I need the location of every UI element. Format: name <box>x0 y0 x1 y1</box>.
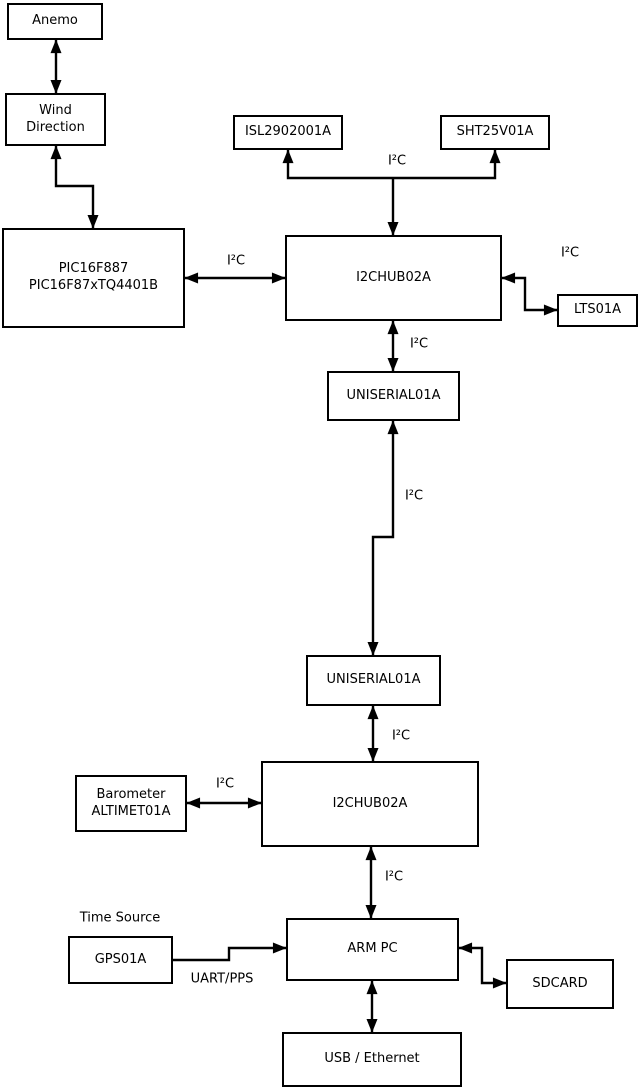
label-time-source: Time Source <box>79 910 161 926</box>
label-i2c-top: I²C <box>387 153 407 169</box>
node-lts01a: LTS01A <box>557 294 638 327</box>
label-i2c-hub1-lts: I²C <box>560 245 580 261</box>
node-anemo: Anemo <box>7 3 103 40</box>
edge-stem-isl <box>282 149 393 180</box>
node-label: USB / Ethernet <box>324 1051 420 1067</box>
edge-gps-armpc <box>173 942 287 962</box>
node-i2chub-2: I2CHUB02A <box>261 761 479 847</box>
node-label: PIC16F887 <box>58 261 129 277</box>
node-arm-pc: ARM PC <box>286 918 459 981</box>
edge-stem-sht <box>393 149 501 180</box>
label-i2c-uniserial-hub2: I²C <box>391 728 411 744</box>
node-label: Anemo <box>32 13 78 29</box>
node-label: I2CHUB02A <box>332 795 408 811</box>
edge-hub1-lts <box>501 272 558 316</box>
node-label: LTS01A <box>573 302 622 318</box>
node-uniserial-2: UNISERIAL01A <box>306 655 441 706</box>
label-uart-pps: UART/PPS <box>190 971 254 987</box>
node-uniserial-1: UNISERIAL01A <box>327 371 460 421</box>
edge-winddirection-pic <box>50 145 99 229</box>
node-label: ARM PC <box>347 941 398 957</box>
node-gps01a: GPS01A <box>68 936 173 984</box>
label-i2c-uniserial-link: I²C <box>404 488 424 504</box>
node-sht25v01a: SHT25V01A <box>440 115 550 150</box>
node-label: ALTIMET01A <box>91 803 171 819</box>
edge-armpc-sdcard <box>458 942 507 989</box>
node-label: SHT25V01A <box>456 124 534 140</box>
label-i2c-hub1-uniserial: I²C <box>409 336 429 352</box>
node-label: PIC16F87xTQ4401B <box>28 278 159 293</box>
node-label: SDCARD <box>532 975 588 991</box>
node-label: Wind <box>39 102 72 118</box>
label-i2c-barometer-hub2: I²C <box>215 776 235 792</box>
node-label: I2CHUB02A <box>356 269 431 285</box>
node-label: Barometer <box>96 786 166 802</box>
node-label: UNISERIAL01A <box>346 387 441 403</box>
node-label: GPS01A <box>94 951 147 967</box>
node-usb-ethernet: USB / Ethernet <box>282 1032 462 1087</box>
edge-uniserial1-uniserial2 <box>367 420 399 656</box>
label-i2c-hub2-armpc: I²C <box>384 869 404 885</box>
node-sdcard: SDCARD <box>506 959 614 1009</box>
node-label: UNISERIAL01A <box>326 672 421 688</box>
node-i2chub-1: I2CHUB02A <box>285 235 502 321</box>
node-label: ISL2902001A <box>244 124 332 140</box>
label-i2c-pic-hub1: I²C <box>226 253 246 269</box>
node-label: Direction <box>26 119 85 135</box>
node-isl2902001a: ISL2902001A <box>233 115 343 150</box>
